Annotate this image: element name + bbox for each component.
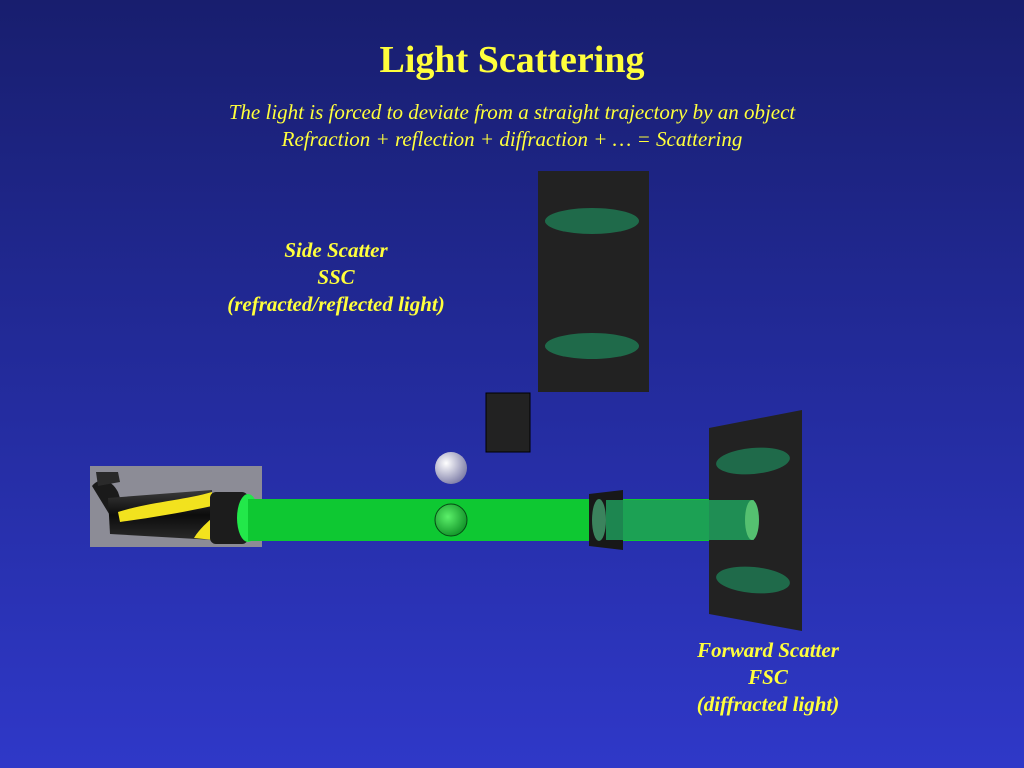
side-scatter-lens-bottom <box>545 333 639 359</box>
flashlight-head <box>210 492 248 544</box>
side-scatter-block <box>485 392 531 453</box>
beam-tip <box>745 500 759 540</box>
flashlight-icon <box>90 466 262 547</box>
subtitle-equation: Refraction + reflection + diffraction + … <box>281 127 743 151</box>
forward-scatter-lens-bottom <box>716 566 790 594</box>
side-scatter-lens-top <box>545 208 639 234</box>
forward-scatter-lens-top <box>716 447 790 475</box>
flashlight-yellow-grip <box>194 518 214 540</box>
obscuration-bar-edge <box>592 499 606 541</box>
side-scatter-desc: (refracted/reflected light) <box>227 292 445 316</box>
flashlight-yellow-stripe <box>118 492 212 522</box>
slide-title: Light Scattering <box>379 39 645 81</box>
side-scatter-abbr: SSC <box>317 265 355 289</box>
side-scatter-label: Side Scatter SSC (refracted/reflected li… <box>164 237 508 318</box>
particle-in-beam-icon <box>434 503 468 537</box>
forward-scatter-abbr: FSC <box>748 665 788 689</box>
subtitle-definition: The light is forced to deviate from a st… <box>228 100 796 124</box>
forward-scatter-desc: (diffracted light) <box>696 692 840 716</box>
flashlight-clip <box>96 472 120 486</box>
forward-scatter-label: Forward Scatter FSC (diffracted light) <box>646 637 890 718</box>
particle-icon <box>435 452 467 484</box>
forward-scatter-name: Forward Scatter <box>697 638 839 662</box>
side-scatter-name: Side Scatter <box>284 238 388 262</box>
